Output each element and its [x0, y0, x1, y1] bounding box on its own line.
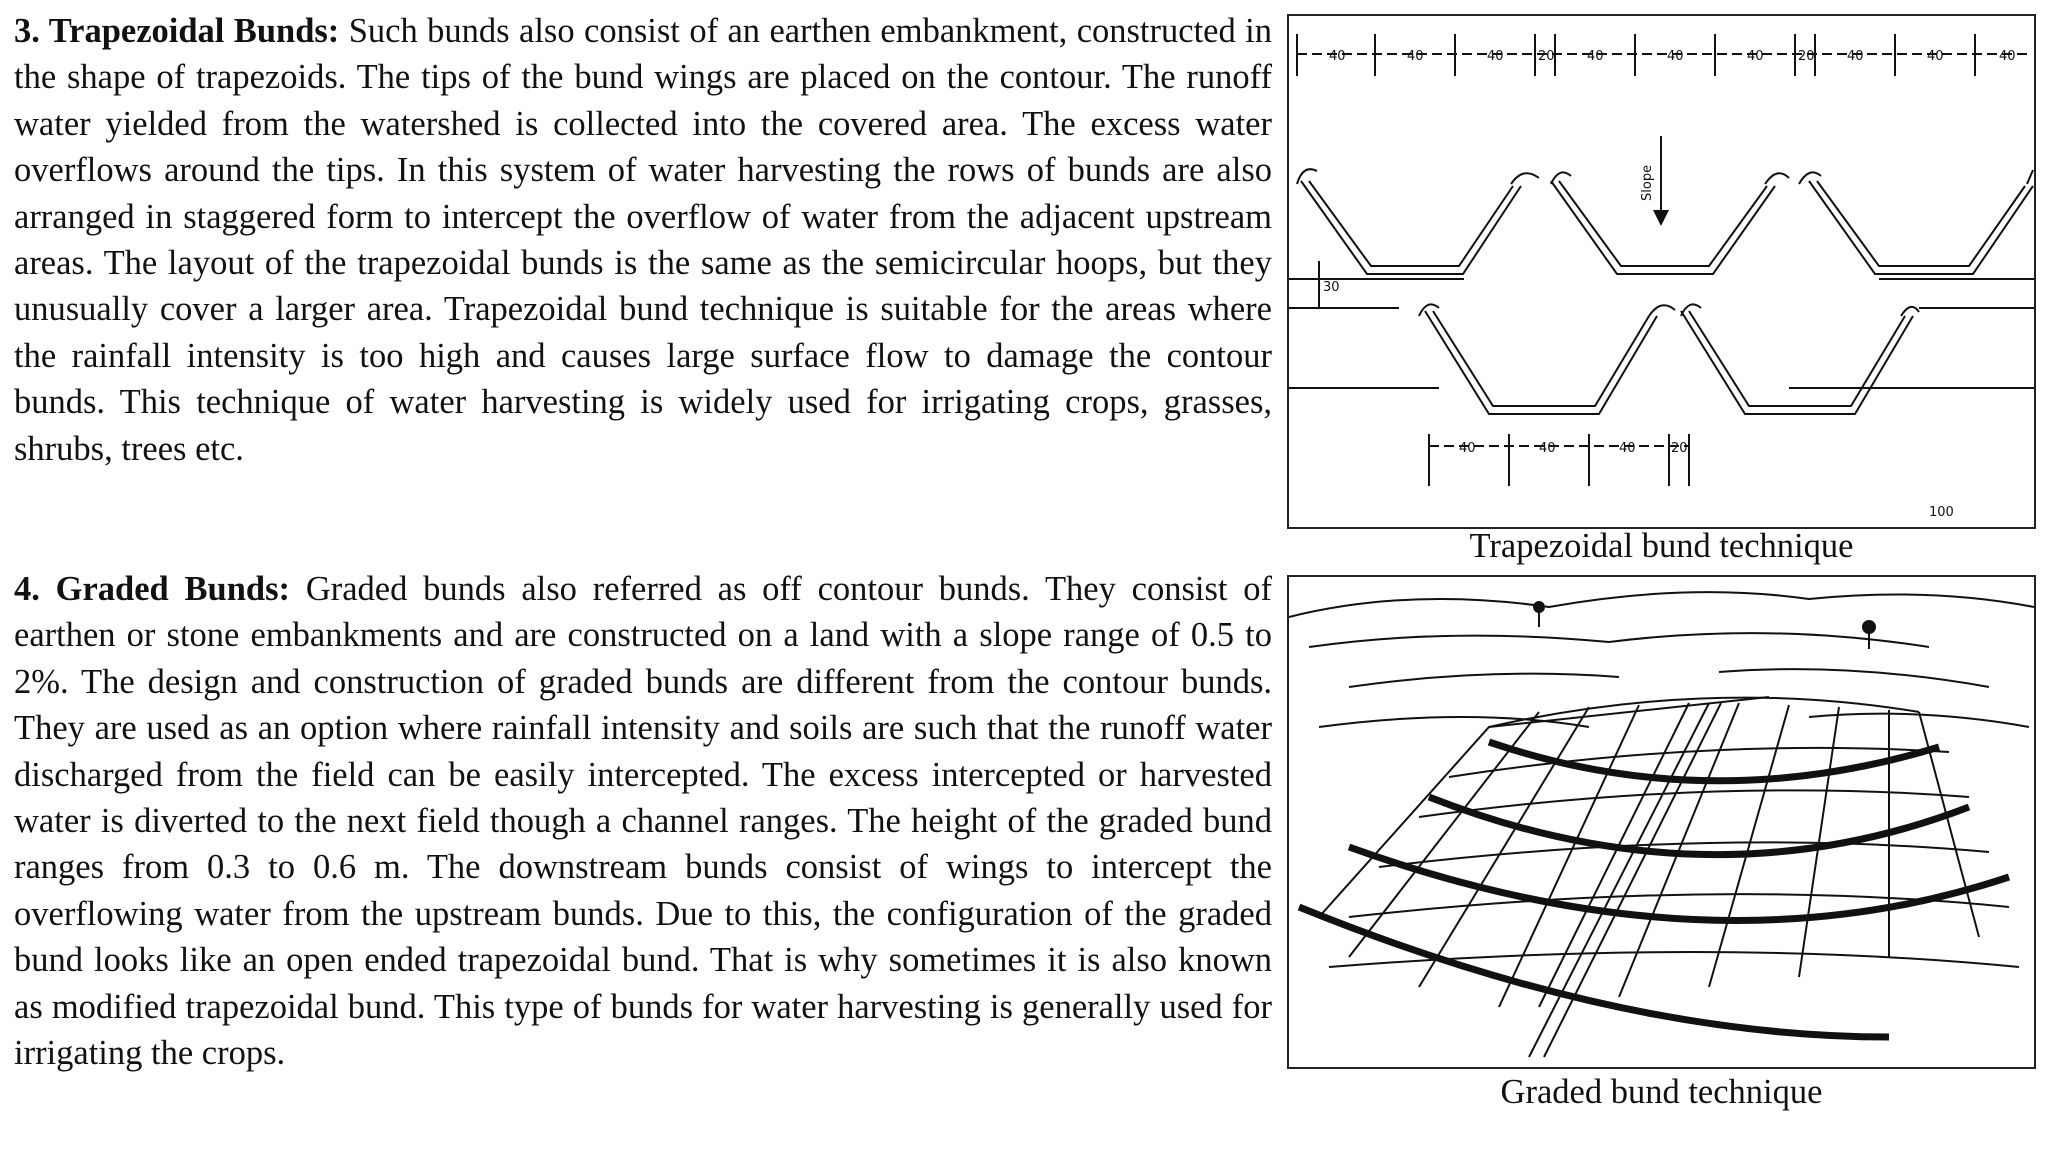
dimension-label: 40 [1407, 49, 1424, 64]
graded-bund-figure [1287, 575, 2036, 1069]
dimension-label: 40 [1619, 441, 1636, 456]
dimension-label: 30 [1323, 280, 1340, 295]
trapezoidal-bund-figure: 40 40 40 20 40 40 40 20 40 40 40 30 40 4… [1287, 14, 2036, 529]
dimension-label: 40 [1927, 49, 1944, 64]
dimension-label: 100 [1929, 505, 1954, 520]
dimension-label: 20 [1538, 49, 1555, 64]
figure-caption: Trapezoidal bund technique [1469, 527, 1854, 565]
dimension-label: 40 [1847, 49, 1864, 64]
section-body: Such bunds also consist of an earthen em… [14, 12, 1272, 468]
slope-label: Slope [1640, 165, 1655, 201]
dimension-label: 40 [1459, 441, 1476, 456]
graded-bund-illustration [1289, 591, 2034, 1058]
dimension-label: 40 [1999, 49, 2016, 64]
dimension-label: 20 [1671, 441, 1688, 456]
dimension-label: 40 [1667, 49, 1684, 64]
dimension-label: 40 [1587, 49, 1604, 64]
figure-caption: Graded bund technique [1500, 1073, 1823, 1111]
section-heading: 3. Trapezoidal Bunds: [14, 12, 340, 50]
dimension-label: 40 [1329, 49, 1346, 64]
section-heading: 4. Graded Bunds: [14, 570, 291, 608]
dimension-label: 40 [1747, 49, 1764, 64]
trapezoidal-bund-diagram: 40 40 40 20 40 40 40 20 40 40 40 30 40 4… [1289, 34, 2034, 520]
dimension-label: 40 [1487, 49, 1504, 64]
dimension-label: 20 [1798, 49, 1815, 64]
section-trapezoidal-bunds: 3. Trapezoidal Bunds: Such bunds also co… [14, 8, 1272, 472]
section-graded-bunds: 4. Graded Bunds: Graded bunds also refer… [14, 566, 1272, 1076]
section-body: Graded bunds also referred as off contou… [14, 570, 1273, 1073]
dimension-label: 40 [1539, 441, 1556, 456]
